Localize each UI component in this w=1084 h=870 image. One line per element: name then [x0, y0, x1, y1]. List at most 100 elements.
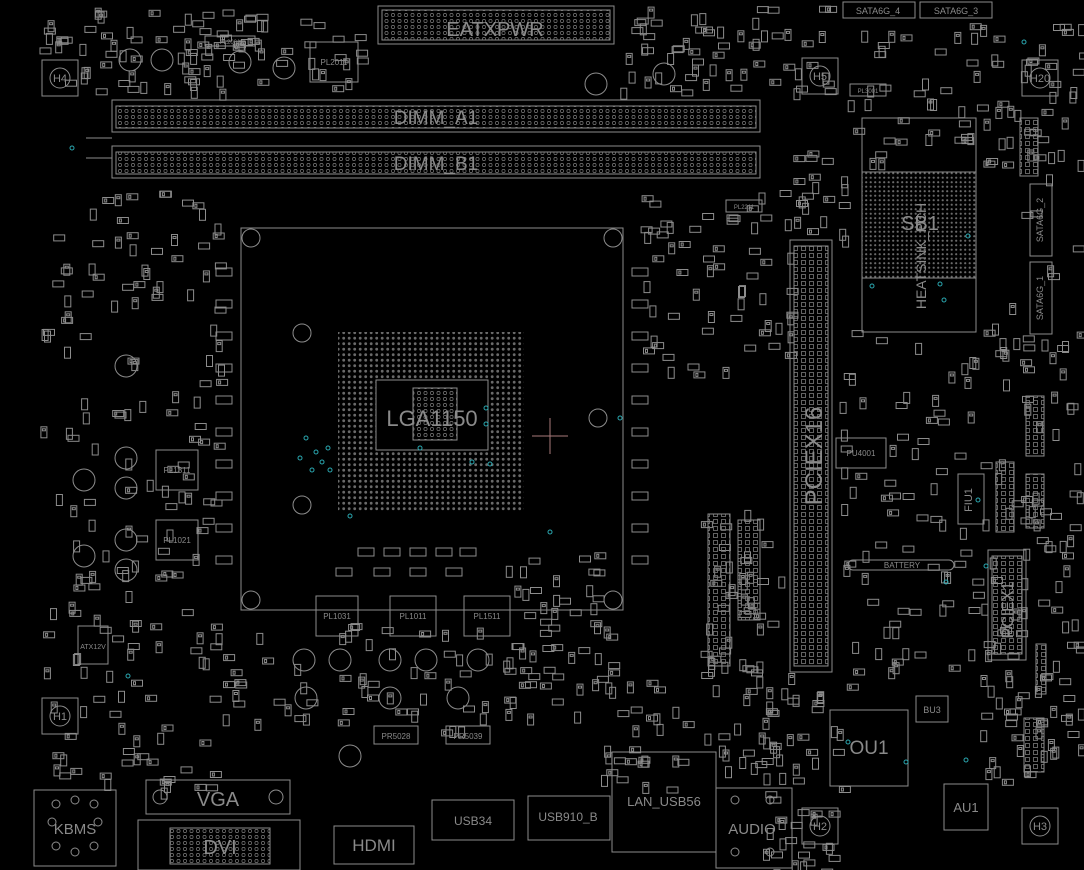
regulator-label: PL2211 — [734, 205, 755, 211]
mount-hole-label: H2 — [813, 821, 827, 833]
smd-part — [177, 461, 190, 469]
smd-part — [692, 64, 699, 77]
vga-port — [145, 779, 291, 815]
fiu1-label: FIU1 — [963, 488, 975, 512]
smd-pad — [58, 37, 62, 42]
smd-part — [650, 19, 663, 27]
smd-part — [306, 699, 319, 707]
mount-hole — [49, 67, 71, 89]
com-header — [1019, 117, 1039, 177]
smd-part — [960, 549, 973, 557]
jumper-strip — [1035, 643, 1047, 695]
audio-jack — [765, 795, 775, 805]
smd-part — [185, 49, 198, 56]
smd-part — [954, 560, 967, 568]
smd-part — [345, 78, 353, 91]
smd-pad — [172, 236, 177, 239]
smd-part — [64, 346, 71, 359]
smd-part — [1067, 641, 1079, 649]
smd-pad — [889, 32, 894, 36]
smd-pad — [569, 653, 574, 657]
smd-part — [1067, 535, 1075, 548]
smd-pad — [214, 234, 218, 238]
smd-part — [807, 150, 820, 158]
smd-part — [769, 796, 782, 804]
smd-part — [880, 494, 893, 502]
smd-part — [766, 687, 774, 700]
smd-part — [940, 87, 953, 95]
lan-usb-label: LAN_USB56 — [627, 794, 701, 809]
mount-hole-label: H3 — [1033, 821, 1047, 833]
smd-part — [348, 624, 361, 631]
cpu-socket-label: LGA1150 — [386, 406, 477, 431]
smd-part — [864, 99, 872, 112]
socket-mount-hole — [241, 590, 261, 610]
smd-pad — [1017, 698, 1021, 702]
kbms-pin — [51, 841, 61, 851]
smd-pad — [971, 24, 975, 29]
smd-part — [1073, 641, 1084, 649]
smd-part — [667, 366, 675, 379]
smd-part — [722, 366, 730, 379]
smd-part — [56, 36, 69, 44]
smd-part — [887, 509, 900, 517]
smd-part — [79, 333, 92, 341]
smd-pad — [186, 494, 191, 498]
regulator-label: PL1311 — [164, 466, 192, 475]
smd-part — [1005, 713, 1018, 721]
smd-part — [528, 673, 541, 681]
smd-part — [644, 231, 652, 244]
smd-part — [136, 535, 149, 543]
smd-part — [1070, 87, 1078, 99]
smd-part — [797, 809, 810, 817]
smd-part — [449, 726, 457, 738]
smd-pad — [933, 396, 938, 400]
eatxpwr-connector — [377, 5, 615, 45]
smd-part — [140, 81, 148, 94]
smd-part — [441, 729, 454, 737]
smd-part — [214, 306, 227, 314]
header-pin-column — [707, 513, 731, 667]
smd-pad — [103, 33, 106, 38]
smd-pad — [786, 353, 790, 358]
smd-part — [579, 555, 591, 563]
smd-part — [629, 746, 642, 754]
smd-part — [245, 14, 258, 22]
smd-part — [308, 57, 316, 70]
smd-part — [681, 89, 694, 97]
smd-pad — [727, 71, 732, 75]
smd-part — [313, 22, 326, 30]
smd-part — [302, 713, 310, 726]
smd-part — [667, 53, 675, 65]
smd-pad — [975, 72, 980, 76]
smd-part — [933, 409, 946, 417]
smd-part — [606, 769, 619, 777]
smd-part — [942, 600, 955, 608]
smd-part — [72, 654, 80, 666]
smd-part — [760, 258, 773, 266]
atx12v-label: ATX12V — [80, 644, 106, 651]
smd-part — [718, 745, 726, 758]
smd-pad — [1023, 497, 1027, 502]
smd-part — [786, 287, 799, 295]
smd-part — [666, 786, 679, 794]
smd-pad — [793, 862, 798, 866]
smd-part — [80, 666, 88, 679]
smd-part — [787, 331, 795, 344]
smd-part — [693, 371, 706, 379]
smd-pad — [541, 604, 546, 608]
smd-part — [695, 26, 708, 34]
smd-part — [156, 281, 164, 294]
smd-part — [215, 340, 223, 353]
smd-pad — [1053, 608, 1057, 613]
smd-part — [701, 327, 714, 335]
smd-part — [1061, 28, 1074, 36]
smd-pad — [656, 687, 659, 692]
smd-pad — [201, 741, 205, 745]
smd-part — [504, 696, 517, 704]
smd-part — [967, 411, 975, 424]
smd-part — [1059, 540, 1067, 553]
smd-part — [689, 225, 702, 233]
smd-part — [922, 78, 929, 91]
smd-part — [889, 444, 897, 457]
